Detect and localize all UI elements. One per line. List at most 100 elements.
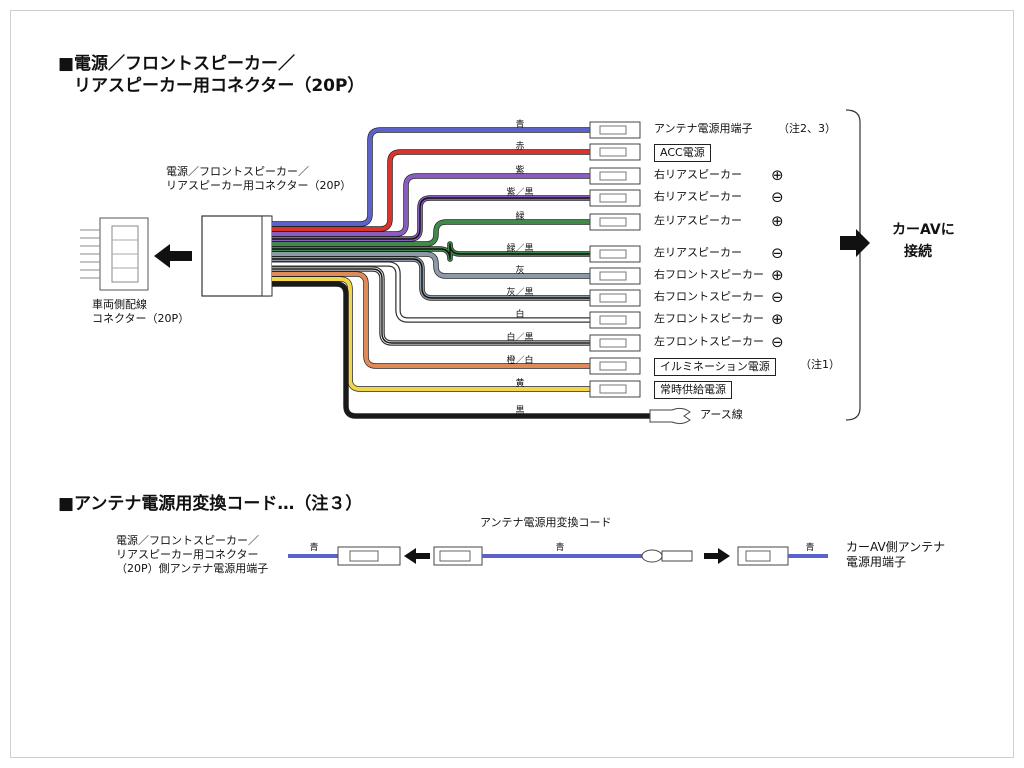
wires-group [272,121,691,425]
terminal-5 [589,213,641,231]
wire-destination-label: 右リアスピーカー [654,190,742,203]
wire-color-label: 白 [515,310,525,320]
section1-title-line1: ■電源／フロントスピーカー／ [58,54,296,74]
section1-title-line2: リアスピーカー用コネクター（20P） [74,76,365,96]
wire-color-label: 灰 [515,266,525,276]
wire-color-label: 黒 [515,406,525,416]
left-arrow-icon [154,244,192,268]
wire-destination-label: 左リアスピーカー [654,214,742,227]
wire-12 [272,277,590,391]
terminal-11 [589,357,641,375]
terminal-4 [589,189,641,207]
wire-destination-label: 常時供給電源 [654,381,732,399]
wire-destination-label: 右リアスピーカー [654,168,742,181]
left-label-line2: リアスピーカー用コネクター [116,548,259,561]
polarity-icon: ⊖ [771,244,784,262]
terminal-6 [589,245,641,263]
wire-10 [272,268,590,344]
polarity-icon: ⊕ [771,166,784,184]
terminal-3 [589,167,641,185]
wire-destination-label: 左フロントスピーカー [654,335,764,348]
cord-wire-right-label: 青 [805,543,815,553]
wire-destination-label: アンテナ電源用端子 [654,122,753,135]
diagram-frame [10,10,1014,758]
wire-color-label: 赤 [515,142,525,152]
group-bracket [845,109,861,421]
connector-label-line1: 電源／フロントスピーカー／ [166,165,309,178]
polarity-icon: ⊕ [771,212,784,230]
cord-right-arrow-icon [704,548,730,564]
terminal-inner-9 [599,315,627,325]
right-arrow-icon [840,229,870,257]
wire-color-label: 黄 [515,379,525,389]
terminal-2 [589,143,641,161]
vehicle-connector [80,217,149,291]
vehicle-label-line2: コネクター（20P） [92,312,190,325]
terminal-inner-2 [599,147,627,157]
wire-note: （注2、3） [778,122,836,135]
car-av-label-line2: 接続 [904,244,932,260]
polarity-icon: ⊕ [771,310,784,328]
terminal-inner-4 [599,193,627,203]
terminal-inner-10 [599,338,627,348]
wire-6 [272,243,590,260]
wire-11 [272,272,590,368]
wire-3 [272,174,590,236]
section2-title: ■アンテナ電源用変換コード…（注３） [58,494,363,514]
left-label-line1: 電源／フロントスピーカー／ [116,534,259,547]
conversion-cord [288,546,828,566]
wire-13 [272,282,650,418]
wire-2 [272,150,590,231]
wire-destination-label: アース線 [700,408,743,421]
terminal-10 [589,334,641,352]
terminal-inner-11 [599,361,627,371]
wire-destination-label: 右フロントスピーカー [654,268,764,281]
terminal-1 [589,121,641,139]
wire-color-label: 緑 [515,212,525,222]
cord-wire-mid-label: 青 [555,543,565,553]
cord-left-arrow-icon [404,548,430,564]
car-av-label-line1: カーAVに [892,222,955,238]
terminal-inner-1 [599,125,627,135]
cord-wire-left-label: 青 [309,543,319,553]
wire-1 [272,128,594,226]
wire-9 [272,262,590,322]
wire-color-label: 青 [515,120,525,130]
wire-color-label: 灰／黒 [506,288,534,298]
wire-color-label: 紫／黒 [506,188,534,198]
wire-destination-label: 左フロントスピーカー [654,312,764,325]
wire-color-label: 白／黒 [506,333,534,343]
wire-7 [272,252,590,278]
wire-color-label: 橙／白 [506,356,534,366]
connector-label-line2: リアスピーカー用コネクター（20P） [166,179,352,192]
wire-8 [272,258,590,299]
terminal-9 [589,311,641,329]
polarity-icon: ⊖ [771,288,784,306]
wire-destination-label: ACC電源 [654,144,711,162]
terminal-inner-6 [599,249,627,259]
wire-color-label: 緑／黒 [506,244,534,254]
vehicle-label-line1: 車両側配線 [92,298,147,311]
wire-note: （注1） [800,358,840,371]
cord-label: アンテナ電源用変換コード [480,516,612,529]
right-label-line2: 電源用端子 [846,555,907,569]
terminal-inner-8 [599,293,627,303]
terminal-7 [589,267,641,285]
terminal-12 [589,380,641,398]
wire-4 [272,197,590,240]
terminal-inner-5 [599,217,627,227]
right-label-line1: カーAV側アンテナ [846,540,946,554]
polarity-icon: ⊖ [771,188,784,206]
wire-destination-label: イルミネーション電源 [654,358,776,376]
harness-connector [201,215,273,297]
polarity-icon: ⊖ [771,333,784,351]
terminal-8 [589,289,641,307]
wire-5 [272,220,590,246]
terminal-inner-12 [599,384,627,394]
wire-destination-label: 左リアスピーカー [654,246,742,259]
wire-color-label: 紫 [515,166,525,176]
left-label-line3: （20P）側アンテナ電源用端子 [116,562,269,575]
wire-destination-label: 右フロントスピーカー [654,290,764,303]
terminal-inner-3 [599,171,627,181]
